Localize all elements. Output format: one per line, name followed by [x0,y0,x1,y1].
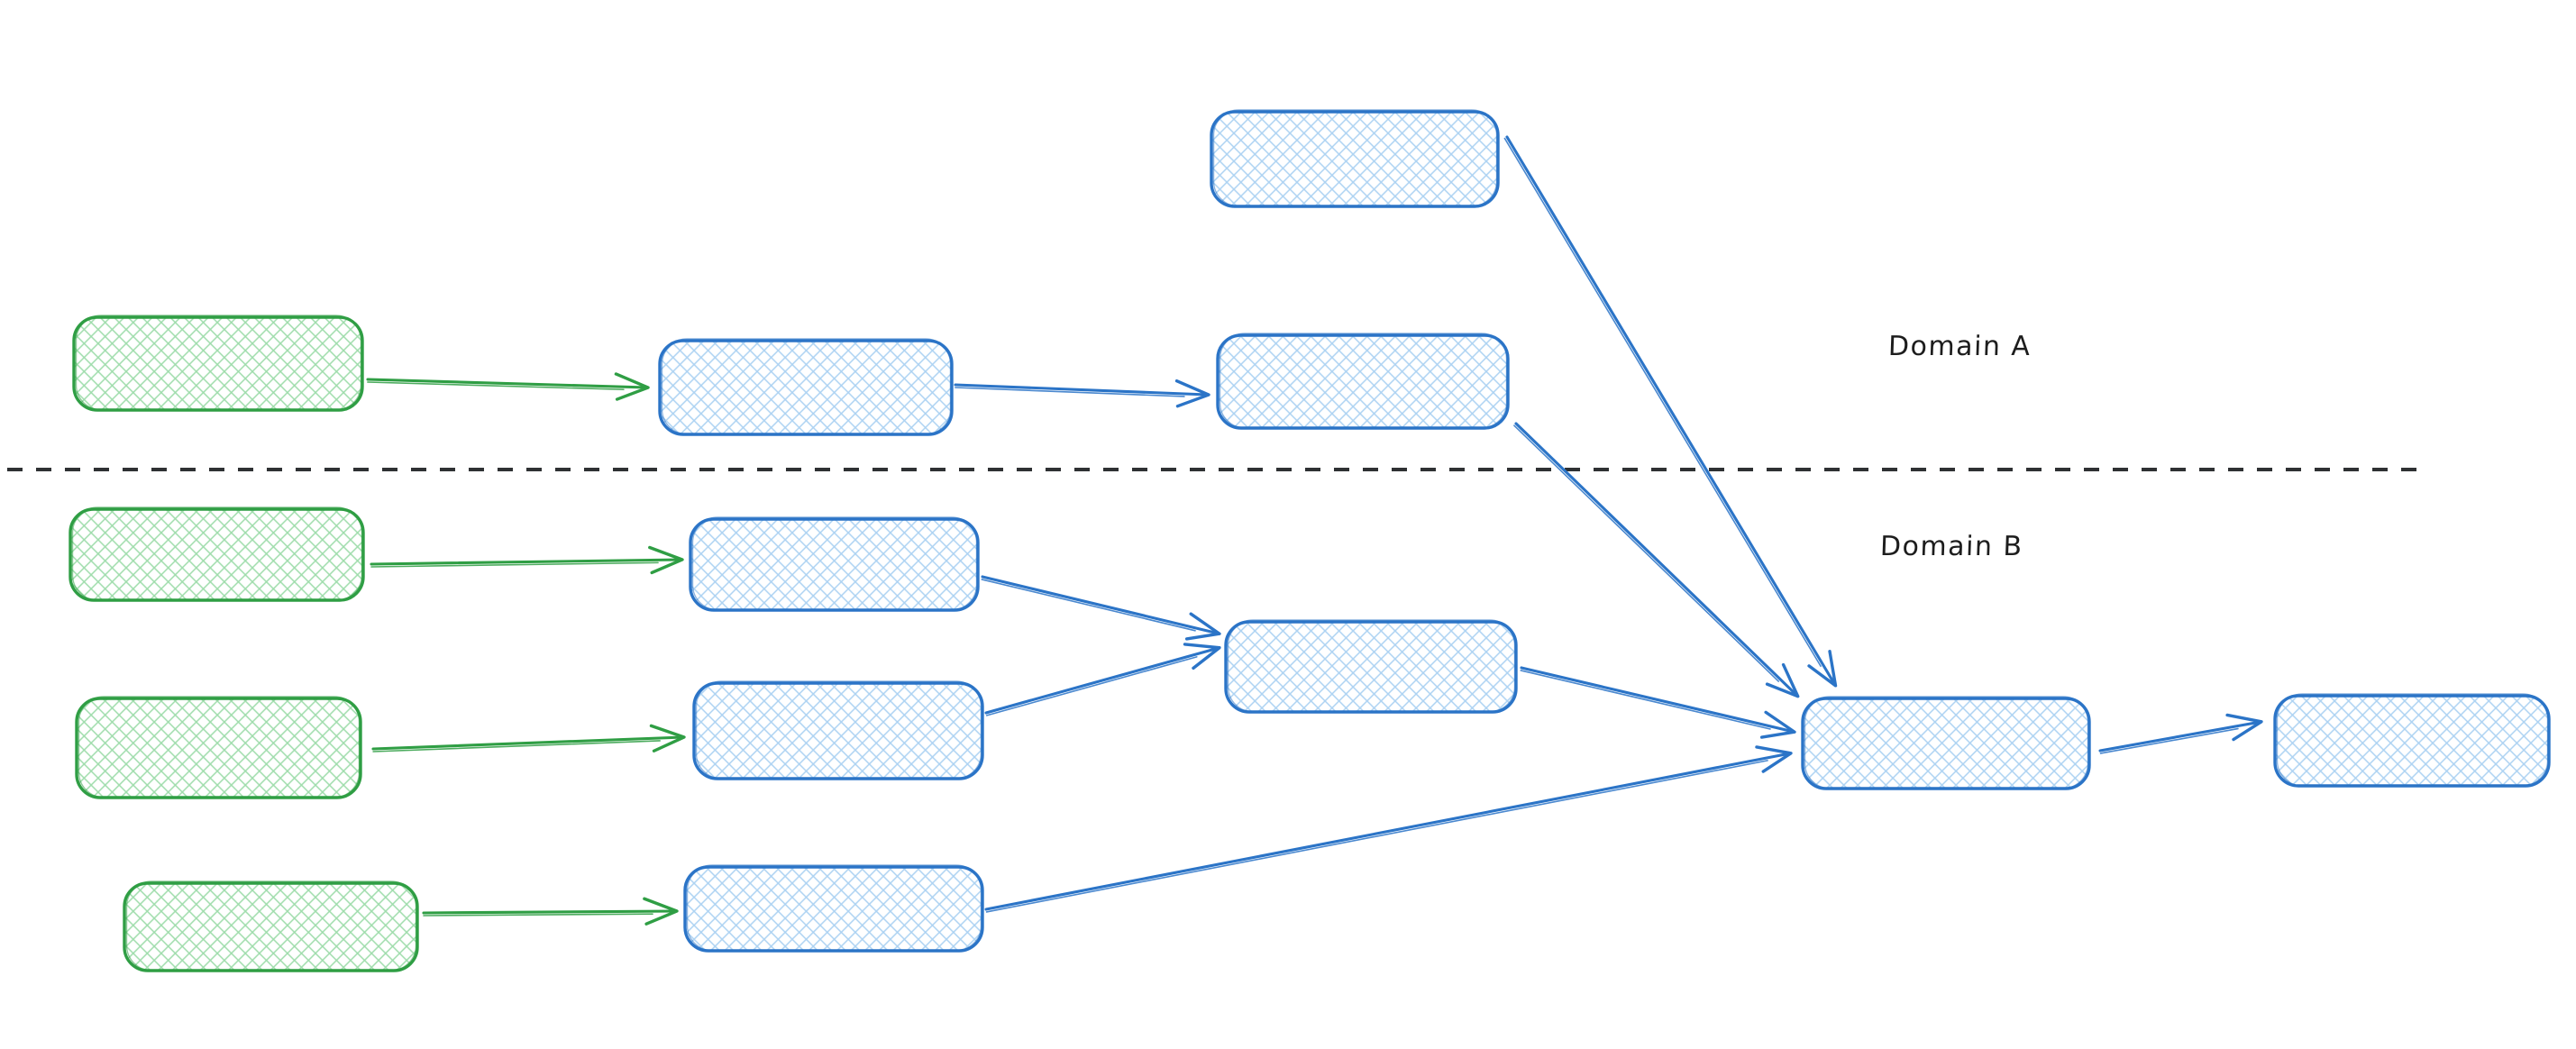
arrow-a1-to-a2[interactable] [954,379,1210,408]
node-blue-output[interactable] [2273,693,2551,788]
arrow-green-b1-to-b1[interactable] [370,545,684,575]
domain-a-label[interactable]: Domain A [1887,331,2032,362]
node-blue-merge-b[interactable] [1224,619,1518,714]
node-blue-b2[interactable] [692,680,984,780]
domain-b-label[interactable]: Domain B [1879,531,2024,562]
arrow-merge-to-final[interactable] [1520,666,1796,739]
node-green-source-b2[interactable] [75,696,362,799]
node-green-source-b1[interactable] [69,506,365,602]
node-blue-final[interactable] [1801,696,2091,790]
arrow-green-b2-to-b2[interactable] [371,724,686,753]
arrow-a2-to-final[interactable] [1513,422,1800,698]
arrow-green-b3-to-b3[interactable] [422,897,679,926]
arrow-b2-to-merge[interactable] [984,643,1221,716]
arrow-green-a-to-a1[interactable] [366,372,650,401]
node-blue-top[interactable] [1210,109,1500,208]
node-blue-a2[interactable] [1216,333,1510,430]
node-green-source-a[interactable] [72,315,364,412]
node-blue-b1[interactable] [689,516,980,612]
arrow-b3-to-final[interactable] [984,745,1793,913]
node-blue-b3[interactable] [683,864,984,953]
arrow-final-to-output[interactable] [2098,713,2263,754]
node-blue-a1[interactable] [658,338,954,436]
arrow-top-to-final[interactable] [1503,135,1838,688]
arrow-b1-to-merge[interactable] [981,575,1221,641]
node-green-source-b3[interactable] [123,880,419,972]
